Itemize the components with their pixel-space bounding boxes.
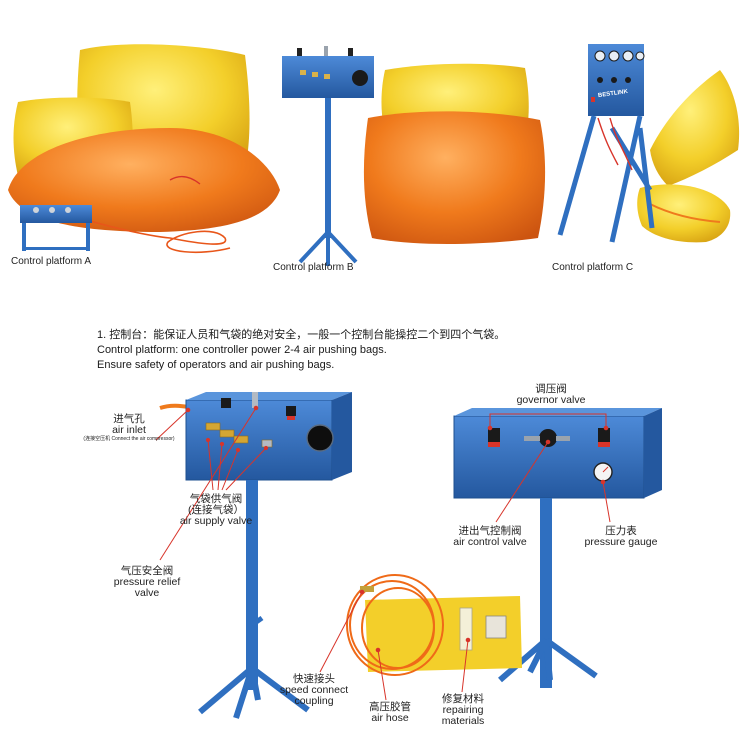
label-pressure-relief-valve: 气压安全阀 pressure relief valve: [92, 566, 202, 599]
controller-box-right: [453, 408, 662, 688]
air-hose-coil: [346, 574, 444, 676]
yellow-repair-sheet: [365, 596, 522, 672]
label-gauge-en: pressure gauge: [584, 536, 658, 548]
label-hose-cn: 高压胶管: [369, 701, 411, 713]
caption-platform-c: Control platform C: [552, 262, 634, 273]
label-governor-cn: 调压阀: [535, 383, 567, 395]
label-relief-en-2: valve: [134, 587, 160, 599]
label-repair-en-1: repairing: [442, 704, 484, 716]
yellow-air-bag: [637, 184, 731, 243]
label-gauge-cn: 压力表: [605, 525, 637, 537]
label-governor-en: governor valve: [516, 394, 586, 406]
label-air-inlet: 进气孔 air inlet (连接空压机 Connect the air com…: [70, 414, 188, 443]
label-control-en: air control valve: [453, 536, 527, 548]
label-relief-en-1: pressure relief: [113, 576, 181, 588]
orange-air-bag: [363, 111, 546, 244]
label-repair-cn: 修复材料: [442, 693, 484, 705]
control-box-a: [20, 205, 92, 223]
intro-line-en-2: Ensure safety of operators and air pushi…: [97, 359, 335, 371]
air-hose: [59, 211, 231, 254]
intro-line-cn: 1. 控制台：能保证人员和气袋的绝对安全，一般一个控制台能操控二个到四个气袋。: [97, 329, 506, 341]
label-governor-valve: 调压阀 governor valve: [496, 384, 606, 406]
label-air-hose: 高压胶管 air hose: [350, 702, 430, 724]
label-pressure-gauge: 压力表 pressure gauge: [566, 526, 676, 548]
label-speed-cn: 快速接头: [293, 673, 335, 685]
label-air-inlet-cn: 进气孔: [113, 413, 145, 425]
label-speed-connect-coupling: 快速接头 speed connect coupling: [262, 674, 366, 707]
platform-c-photo: [557, 44, 740, 243]
intro-line-en-1: Control platform: one controller power 2…: [97, 344, 387, 356]
label-supply-en: air supply valve: [179, 515, 253, 527]
label-air-inlet-en: air inlet: [112, 424, 146, 436]
label-repairing-materials: 修复材料 repairing materials: [418, 694, 508, 727]
label-air-inlet-note: (连接空压机 Connect the air compressor): [83, 436, 175, 442]
callout-lines: [155, 405, 611, 701]
label-air-supply-valve: 气袋供气阀 (连接气袋） air supply valve: [160, 494, 272, 527]
label-speed-en-1: speed connect: [279, 684, 349, 696]
caption-platform-a: Control platform A: [11, 256, 92, 267]
label-air-control-valve: 进出气控制阀 air control valve: [432, 526, 548, 548]
label-speed-en-2: coupling: [294, 695, 334, 707]
label-relief-cn: 气压安全阀: [120, 565, 174, 577]
accessories: [346, 574, 522, 676]
label-control-cn: 进出气控制阀: [458, 525, 522, 537]
label-repair-en-2: materials: [441, 715, 485, 727]
platform-b-photo: [282, 46, 546, 266]
controller-box-left: [159, 392, 352, 719]
platform-a-photo: [8, 44, 280, 254]
caption-platform-b: Control platform B: [273, 262, 354, 273]
air-hose: [169, 175, 201, 185]
air-hose: [649, 203, 721, 223]
yellow-air-bag: [650, 70, 740, 186]
label-hose-en: air hose: [371, 712, 409, 724]
label-supply-cn-1: 气袋供气阀: [189, 493, 243, 505]
intro-text: 1. 控制台：能保证人员和气袋的绝对安全，一般一个控制台能操控二个到四个气袋。 …: [97, 328, 505, 373]
label-supply-cn-2: (连接气袋）: [188, 504, 244, 516]
